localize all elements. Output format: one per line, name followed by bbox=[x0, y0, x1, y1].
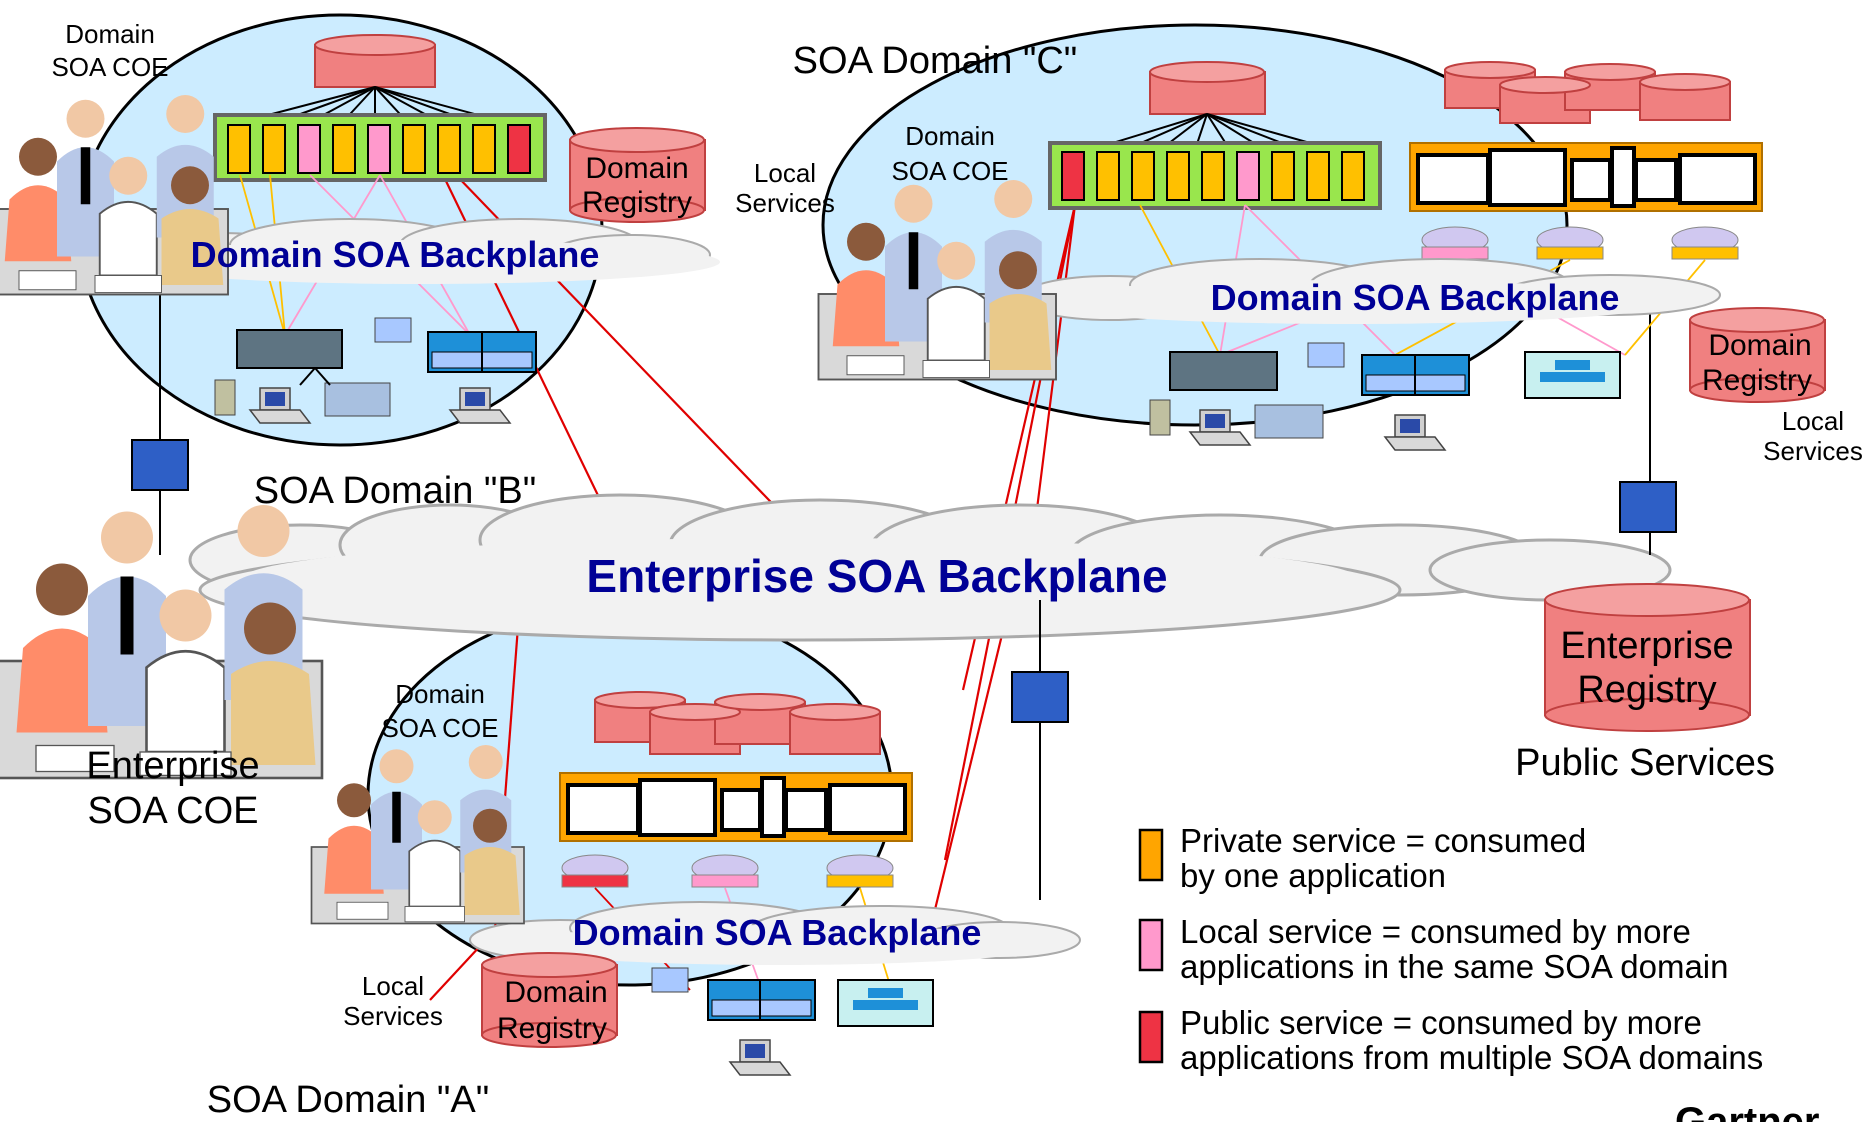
domain-b-coe-line2: SOA COE bbox=[51, 52, 168, 82]
legend-local-line1: Local service = consumed by more bbox=[1180, 913, 1691, 950]
domain-b-coe-line1: Domain bbox=[65, 19, 155, 49]
domain-b-registry-line2: Registry bbox=[582, 186, 692, 219]
domain-c-title: SOA Domain "C" bbox=[793, 40, 1078, 82]
domain-b-connector bbox=[131, 439, 189, 491]
enterprise-coe-line1: Enterprise bbox=[86, 745, 259, 787]
legend-private-line2: by one application bbox=[1180, 857, 1446, 894]
domain-c-content bbox=[1019, 61, 1826, 451]
domain-c-connector bbox=[1619, 481, 1677, 533]
domain-a-coe-line1: Domain bbox=[395, 679, 485, 709]
domain-a-registry-line2: Registry bbox=[497, 1012, 607, 1045]
legend-public-line1: Public service = consumed by more bbox=[1180, 1004, 1702, 1041]
legend-public-line2: applications from multiple SOA domains bbox=[1180, 1039, 1763, 1076]
domain-c-local-line1: Local bbox=[1782, 406, 1844, 436]
gartner-logo: Gartner bbox=[1675, 1100, 1820, 1122]
domain-a-title: SOA Domain "A" bbox=[207, 1079, 490, 1121]
enterprise-coe-line2: SOA COE bbox=[87, 790, 258, 832]
enterprise-registry bbox=[1544, 583, 1751, 732]
domain-c-backplane-label: Domain SOA Backplane bbox=[1211, 277, 1620, 318]
domain-b-registry-line1: Domain bbox=[585, 152, 688, 185]
domain-c-local-line2: Services bbox=[1763, 436, 1863, 466]
enterprise-backplane-label: Enterprise SOA Backplane bbox=[586, 550, 1167, 602]
domain-a-connector bbox=[1011, 671, 1069, 723]
domain-b-local-line1: Local bbox=[754, 158, 816, 188]
domain-c-registry-line1: Domain bbox=[1708, 329, 1811, 362]
enterprise-registry-line2: Registry bbox=[1577, 669, 1716, 711]
public-services-label: Public Services bbox=[1515, 742, 1775, 784]
domain-c-coe-line1: Domain bbox=[905, 121, 995, 151]
domain-b-title: SOA Domain "B" bbox=[254, 470, 537, 512]
domain-b-local-line2: Services bbox=[735, 188, 835, 218]
domain-b-backplane-label: Domain SOA Backplane bbox=[191, 234, 600, 275]
domain-a-coe-line2: SOA COE bbox=[381, 713, 498, 743]
legend-private-line1: Private service = consumed bbox=[1180, 822, 1586, 859]
legend-local-line2: applications in the same SOA domain bbox=[1180, 948, 1728, 985]
domain-a-backplane-label: Domain SOA Backplane bbox=[573, 912, 982, 953]
enterprise-registry-line1: Enterprise bbox=[1560, 625, 1733, 667]
domain-a-registry-line1: Domain bbox=[504, 976, 607, 1009]
domain-a-local-line1: Local bbox=[362, 971, 424, 1001]
domain-a-local-line2: Services bbox=[343, 1001, 443, 1031]
legend-icons bbox=[1138, 828, 1164, 1064]
domain-c-registry-line2: Registry bbox=[1702, 364, 1812, 397]
domain-c-coe-line2: SOA COE bbox=[891, 156, 1008, 186]
domain-a-content bbox=[469, 691, 1081, 1076]
